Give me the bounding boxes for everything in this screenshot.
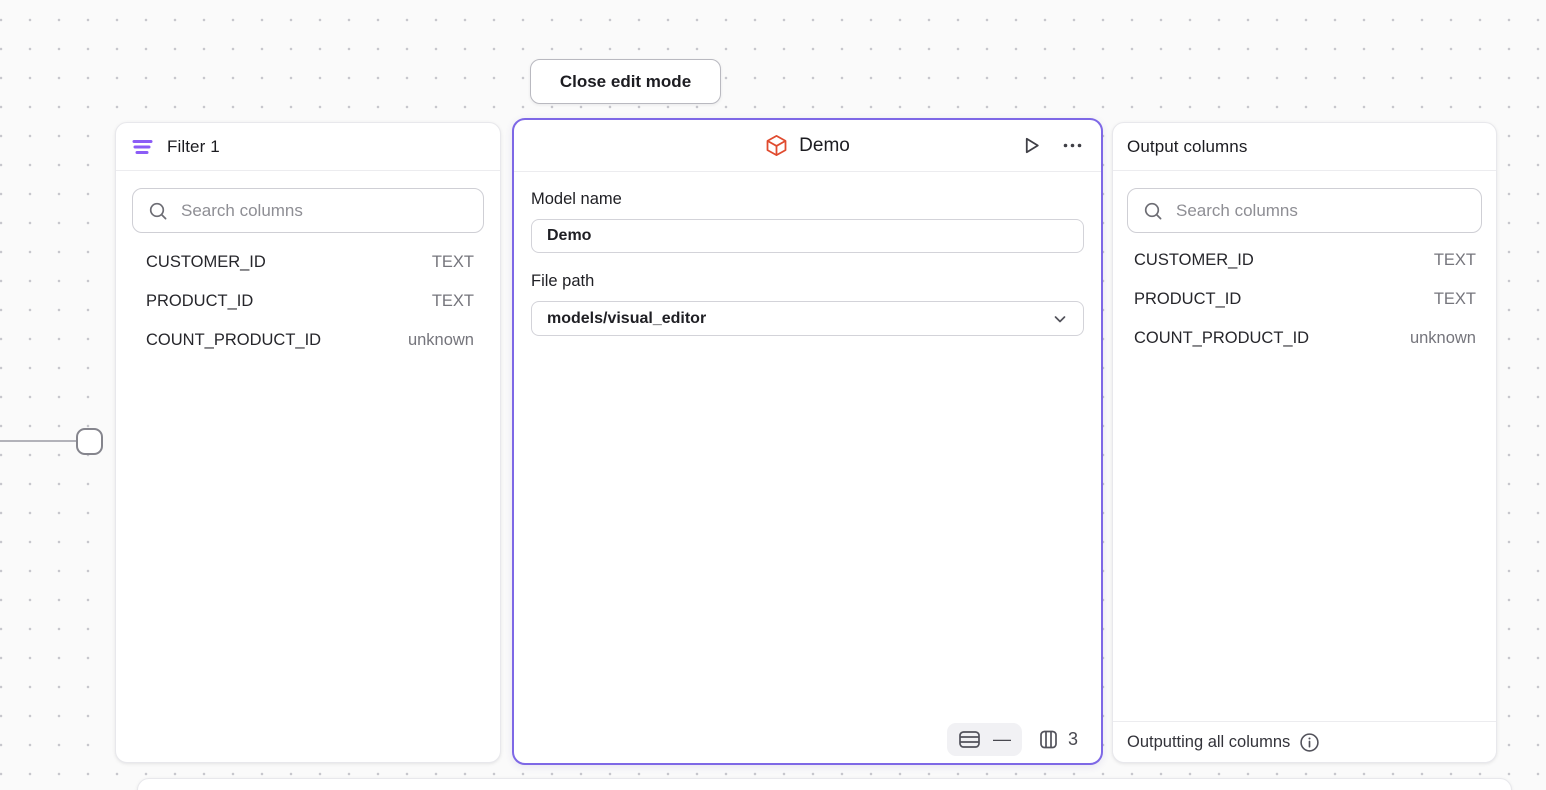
run-model-button[interactable] [1021,135,1042,156]
row-count-value: — [992,729,1011,749]
column-row[interactable]: PRODUCT_ID TEXT [116,282,500,321]
column-type: unknown [1409,329,1476,347]
filter-node-title: Filter 1 [167,136,220,156]
filter-lines-icon [132,139,153,154]
output-node-header[interactable]: Output columns [1113,123,1496,171]
table-rows-icon [959,731,980,748]
bottom-node-card[interactable] [137,778,1512,790]
search-icon [1144,202,1162,219]
output-columns-card[interactable]: Output columns CUSTOMER_ID TEXT PRODUCT_… [1112,122,1497,763]
file-path-value: models/visual_editor [547,309,707,327]
column-name: CUSTOMER_ID [146,253,266,271]
model-node-body: Model name File path models/visual_edito… [514,172,1101,352]
cube-icon [766,134,787,157]
output-node-title: Output columns [1127,136,1248,156]
row-count-button[interactable]: — [946,723,1022,756]
file-path-label: File path [531,272,595,290]
output-column-list: CUSTOMER_ID TEXT PRODUCT_ID TEXT COUNT_P… [1113,241,1496,358]
close-edit-mode-button[interactable]: Close edit mode [530,59,721,104]
column-row[interactable]: CUSTOMER_ID TEXT [116,243,500,282]
column-name: COUNT_PRODUCT_ID [1134,329,1310,347]
model-name-label: Model name [531,190,622,208]
chevron-down-icon [1054,315,1066,322]
filter-search-box[interactable] [132,188,484,233]
play-icon [1025,137,1039,154]
connector-edge [0,440,77,442]
output-node-footer: Outputting all columns [1113,721,1496,762]
column-row[interactable]: COUNT_PRODUCT_ID unknown [1113,319,1496,358]
table-columns-icon [1040,730,1057,749]
model-header-actions [1021,120,1083,171]
search-icon [149,202,167,219]
column-type: TEXT [431,292,474,310]
filter-column-list: CUSTOMER_ID TEXT PRODUCT_ID TEXT COUNT_P… [116,243,500,360]
output-search-input[interactable] [1176,200,1466,221]
ellipsis-icon [1063,143,1082,148]
column-type: TEXT [1433,251,1476,269]
column-name: PRODUCT_ID [1134,290,1242,308]
model-node-header[interactable]: Demo [514,120,1101,172]
filter-node-card[interactable]: Filter 1 CUSTOMER_ID TEXT PRODUCT_ID TEX… [115,122,501,763]
model-name-input[interactable] [531,219,1084,253]
model-node-card[interactable]: Demo Model name File path [512,118,1103,765]
column-row[interactable]: CUSTOMER_ID TEXT [1113,241,1496,280]
column-count-value: 3 [1067,729,1078,749]
info-icon[interactable] [1299,732,1320,753]
model-node-footer: — 3 [946,723,1080,756]
column-name: PRODUCT_ID [146,292,254,310]
filter-search-input[interactable] [181,200,468,221]
more-options-button[interactable] [1062,135,1083,156]
model-node-title: Demo [799,134,850,156]
connector-handle[interactable] [76,428,103,455]
filter-node-header[interactable]: Filter 1 [116,123,500,171]
column-name: COUNT_PRODUCT_ID [146,331,322,349]
column-type: TEXT [431,253,474,271]
output-search-box[interactable] [1127,188,1482,233]
file-path-select[interactable]: models/visual_editor [531,301,1084,336]
column-count-button[interactable]: 3 [1037,723,1080,756]
column-name: CUSTOMER_ID [1134,251,1254,269]
column-type: TEXT [1433,290,1476,308]
output-footer-text: Outputting all columns [1127,732,1291,751]
column-row[interactable]: PRODUCT_ID TEXT [1113,280,1496,319]
column-row[interactable]: COUNT_PRODUCT_ID unknown [116,321,500,360]
column-type: unknown [407,331,474,349]
